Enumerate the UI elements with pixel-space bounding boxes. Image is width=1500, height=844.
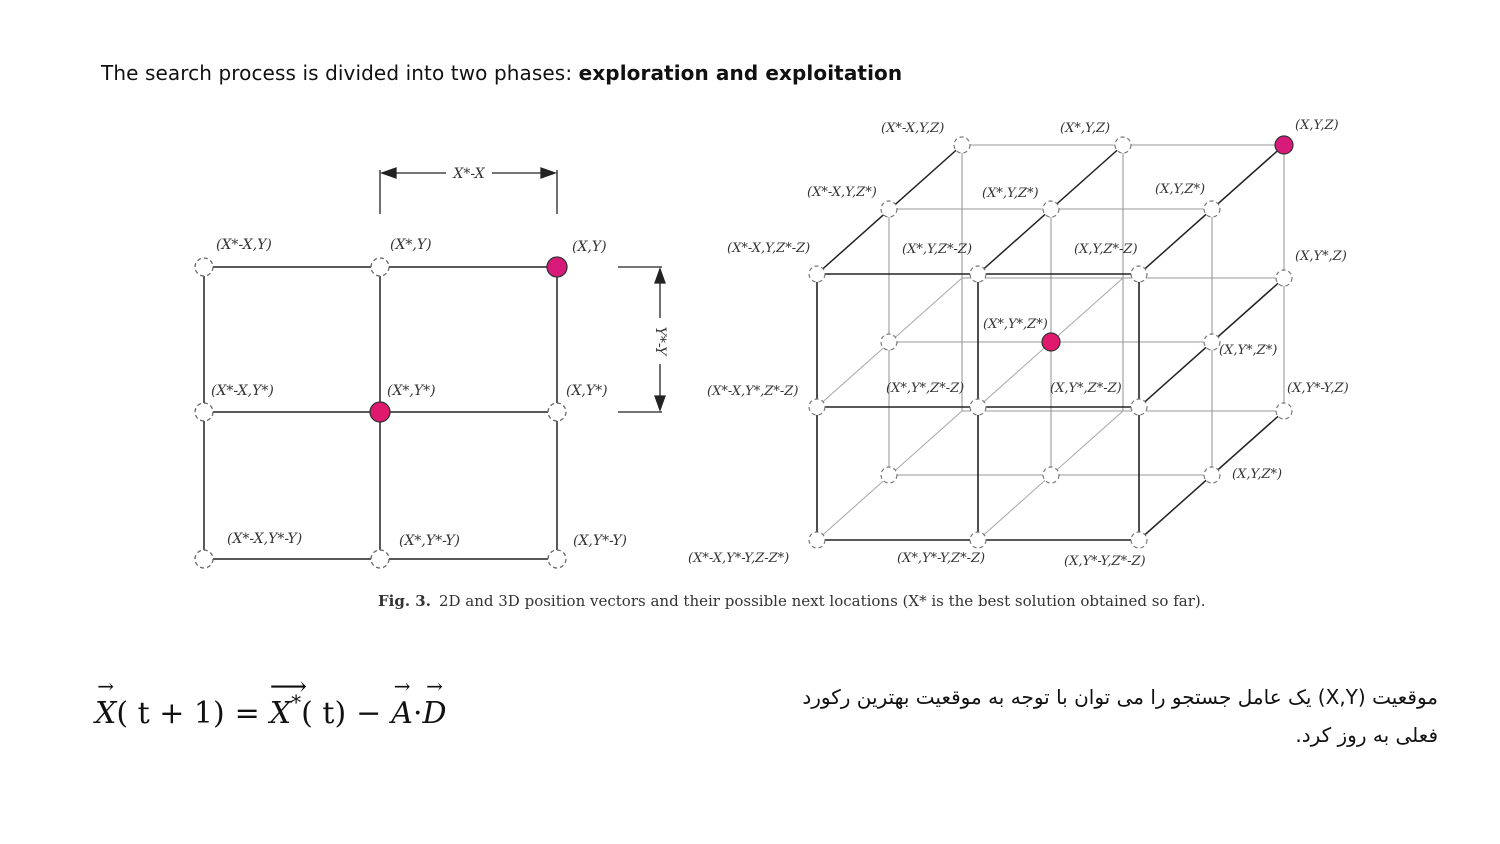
label-3d-11: (X*,Y*,Z*) <box>983 317 1048 332</box>
label-2d-1: (X*-X,Y) <box>216 237 272 253</box>
label-2d-4: (X*-X,Y*) <box>211 383 274 399</box>
node-3d-current-position <box>1274 135 1294 155</box>
label-3d-18: (X*-X,Y*-Y,Z-Z*) <box>688 551 789 566</box>
formula-equals: = <box>234 696 260 731</box>
slide-heading: The search process is divided into two p… <box>101 61 902 85</box>
label-3d-15: (X,Y*,Z*-Z) <box>1050 381 1122 396</box>
vector-x-star: X <box>270 672 292 731</box>
label-3d-10: (X,Y*,Z) <box>1295 249 1347 264</box>
label-2d-9: (X,Y*-Y) <box>573 533 627 549</box>
label-3d-20: (X,Y*-Y,Z*-Z) <box>1064 554 1146 569</box>
label-2d-2: (X*,Y) <box>390 237 432 253</box>
heading-bold: exploration and exploitation <box>578 61 903 85</box>
label-3d-13: (X*-X,Y*,Z*-Z) <box>707 384 798 399</box>
node-current-position <box>546 256 568 278</box>
formula-star: * <box>291 690 302 714</box>
label-3d-6: (X,Y,Z*) <box>1155 182 1205 197</box>
caption-bold: Fig. 3. <box>378 592 431 610</box>
label-2d-5: (X*,Y*) <box>387 383 436 399</box>
persian-description: موقعیت (X,Y) یک عامل جستجو را می توان با… <box>802 685 1438 747</box>
label-2d-7: (X*-X,Y*-Y) <box>227 531 302 547</box>
formula-rhs-args: ( t) <box>301 696 347 731</box>
node-best-position <box>369 401 391 423</box>
nodes-3d <box>808 136 1293 549</box>
heading-normal: The search process is divided into two p… <box>101 61 579 85</box>
label-3d-1: (X*-X,Y,Z) <box>881 121 944 136</box>
vector-x: X <box>95 674 117 731</box>
caption-text: 2D and 3D position vectors and their pos… <box>439 592 1206 610</box>
label-2d-3: (X,Y) <box>572 239 607 255</box>
formula-lhs-args: ( t + 1) <box>116 696 225 731</box>
vector-a: A <box>391 674 413 731</box>
formula-minus: − <box>356 696 382 731</box>
label-3d-14: (X*,Y*,Z*-Z) <box>886 381 964 396</box>
label-3d-12: (X,Y*,Z*) <box>1219 343 1277 358</box>
label-3d-8: (X*,Y,Z*-Z) <box>902 242 972 257</box>
labels-3d: (X*-X,Y,Z) (X*,Y,Z) (X,Y,Z) (X*-X,Y,Z*) … <box>688 118 1349 569</box>
vector-d: D <box>423 674 447 731</box>
label-3d-5: (X*,Y,Z*) <box>982 186 1039 201</box>
label-3d-9: (X,Y,Z*-Z) <box>1074 242 1138 257</box>
label-3d-17: (X,Y,Z*) <box>1232 467 1282 482</box>
label-3d-19: (X*,Y*-Y,Z*-Z) <box>897 551 985 566</box>
dim-x-label: X*-X <box>452 166 485 182</box>
label-3d-2: (X*,Y,Z) <box>1060 121 1110 136</box>
formula-dot: · <box>412 696 423 731</box>
nodes-2d <box>194 257 567 569</box>
label-2d-8: (X*,Y*-Y) <box>399 533 460 549</box>
label-3d-7: (X*-X,Y,Z*-Z) <box>727 241 810 256</box>
node-3d-best-position <box>1041 332 1061 352</box>
position-update-formula: X( t + 1)=X*( t)−A·D <box>95 672 447 731</box>
label-3d-16: (X,Y*-Y,Z) <box>1287 381 1349 396</box>
label-2d-6: (X,Y*) <box>566 383 608 399</box>
label-3d-4: (X*-X,Y,Z*) <box>807 185 877 200</box>
label-3d-3: (X,Y,Z) <box>1295 118 1339 133</box>
position-vectors-figure: X*-X Y*-Y (X*-X,Y) (X*,Y) (X,Y) (X*-X,Y*… <box>194 118 1349 610</box>
figure-caption: Fig. 3. 2D and 3D position vectors and th… <box>378 592 1205 610</box>
dim-y-label: Y*-Y <box>652 327 668 357</box>
